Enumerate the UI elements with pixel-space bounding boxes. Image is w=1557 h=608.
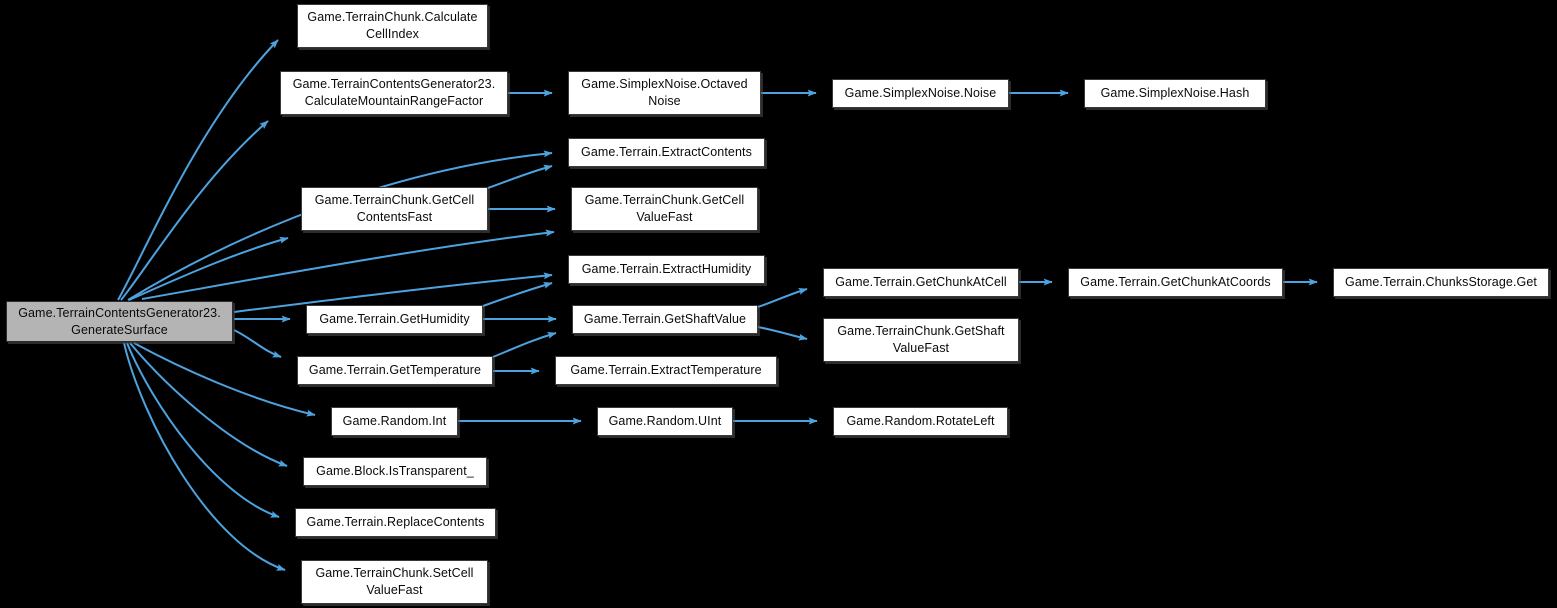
- node-label: Game.TerrainChunk.SetCell ValueFast: [315, 566, 474, 597]
- node-set-cell-value-fast[interactable]: Game.TerrainChunk.SetCell ValueFast: [301, 560, 488, 604]
- edge-root-to-extract-humidity: [233, 272, 553, 313]
- node-get-shaft-value-fast[interactable]: Game.TerrainChunk.GetShaft ValueFast: [823, 318, 1019, 362]
- node-label: Game.Random.Int: [342, 414, 447, 428]
- node-label: Game.TerrainChunk.Calculate CellIndex: [307, 10, 478, 41]
- node-terrain-get-temperature[interactable]: Game.Terrain.GetTemperature: [297, 356, 493, 385]
- node-random-int[interactable]: Game.Random.Int: [331, 407, 458, 436]
- node-label: Game.Terrain.GetTemperature: [308, 363, 482, 377]
- edge-root-to-get-cell-value-fast: [141, 229, 555, 300]
- node-simplexnoise-noise[interactable]: Game.SimplexNoise.Noise: [832, 79, 1009, 108]
- node-label: Game.Block.IsTransparent_: [316, 464, 474, 478]
- node-get-cell-value-fast[interactable]: Game.TerrainChunk.GetCell ValueFast: [571, 187, 758, 231]
- node-terrain-extract-temperature[interactable]: Game.Terrain.ExtractTemperature: [555, 356, 777, 385]
- edge-root-to-get-temperature: [233, 329, 282, 358]
- node-label: Game.Terrain.GetShaftValue: [583, 312, 747, 326]
- node-label: Game.Random.RotateLeft: [846, 414, 995, 428]
- node-calculate-mountain-range-factor[interactable]: Game.TerrainContentsGenerator23. Calcula…: [280, 71, 508, 115]
- edge-get-shaft-value-to-get-shaft-value-fast: [757, 326, 808, 341]
- node-label: Game.Terrain.ExtractContents: [581, 145, 752, 159]
- edge-root-to-calculate-mountain-range-factor: [120, 120, 269, 301]
- edge-get-cell-contents-fast-to-extract-contents: [487, 164, 553, 189]
- node-block-is-transparent[interactable]: Game.Block.IsTransparent_: [303, 457, 487, 486]
- node-label: Game.Terrain.ChunksStorage.Get: [1345, 275, 1537, 289]
- node-label: Game.Terrain.GetChunkAtCoords: [1080, 275, 1271, 289]
- node-terrain-get-chunk-at-coords[interactable]: Game.Terrain.GetChunkAtCoords: [1068, 268, 1283, 297]
- edge-root-to-random-int: [133, 342, 316, 417]
- edge-root-to-replace-contents: [126, 342, 280, 518]
- node-simplexnoise-hash[interactable]: Game.SimplexNoise.Hash: [1084, 79, 1266, 108]
- edge-root-to-calculate-cell-index: [117, 39, 279, 301]
- node-chunks-storage-get[interactable]: Game.Terrain.ChunksStorage.Get: [1333, 268, 1549, 297]
- node-terrain-get-humidity[interactable]: Game.Terrain.GetHumidity: [306, 305, 483, 334]
- node-terrain-get-chunk-at-cell[interactable]: Game.Terrain.GetChunkAtCell: [823, 268, 1019, 297]
- node-label: Game.Terrain.GetChunkAtCell: [835, 275, 1007, 289]
- edge-root-to-is-transparent: [129, 342, 288, 467]
- node-label: Game.Terrain.GetHumidity: [319, 312, 470, 326]
- node-random-uint[interactable]: Game.Random.UInt: [597, 407, 733, 436]
- node-get-cell-contents-fast[interactable]: Game.TerrainChunk.GetCell ContentsFast: [301, 187, 488, 231]
- edge-root-to-get-cell-contents-fast: [128, 236, 289, 301]
- node-label: Game.TerrainContentsGenerator23. Calcula…: [292, 77, 496, 108]
- node-terrain-extract-humidity[interactable]: Game.Terrain.ExtractHumidity: [568, 255, 765, 284]
- node-terrain-extract-contents[interactable]: Game.Terrain.ExtractContents: [568, 138, 765, 167]
- node-label: Game.TerrainContentsGenerator23. Generat…: [18, 305, 221, 337]
- node-label: Game.SimplexNoise.Noise: [844, 86, 997, 100]
- edge-get-humidity-to-extract-humidity: [482, 281, 553, 307]
- edge-root-to-extract-contents: [127, 150, 553, 301]
- node-generate-surface[interactable]: Game.TerrainContentsGenerator23. Generat…: [6, 301, 233, 342]
- node-label: Game.TerrainChunk.GetCell ValueFast: [584, 193, 745, 224]
- node-random-rotate-left[interactable]: Game.Random.RotateLeft: [833, 407, 1008, 436]
- edge-get-shaft-value-to-get-chunk-at-cell: [757, 287, 808, 308]
- edge-get-temperature-to-get-shaft-value: [492, 331, 557, 358]
- node-label: Game.Random.UInt: [608, 414, 722, 428]
- node-terrain-get-shaft-value[interactable]: Game.Terrain.GetShaftValue: [572, 305, 758, 334]
- node-label: Game.TerrainChunk.GetCell ContentsFast: [314, 193, 475, 224]
- node-label: Game.SimplexNoise.Octaved Noise: [581, 77, 748, 108]
- node-label: Game.TerrainChunk.GetShaft ValueFast: [837, 324, 1005, 355]
- node-label: Game.Terrain.ExtractTemperature: [570, 363, 762, 377]
- node-terrain-replace-contents[interactable]: Game.Terrain.ReplaceContents: [295, 508, 496, 537]
- node-label: Game.SimplexNoise.Hash: [1100, 86, 1250, 100]
- edge-root-to-set-cell-value-fast: [123, 342, 286, 571]
- node-label: Game.Terrain.ReplaceContents: [306, 515, 485, 529]
- node-simplexnoise-octaved-noise[interactable]: Game.SimplexNoise.Octaved Noise: [568, 71, 761, 115]
- node-calculate-cell-index[interactable]: Game.TerrainChunk.Calculate CellIndex: [297, 4, 488, 48]
- node-label: Game.Terrain.ExtractHumidity: [581, 262, 752, 276]
